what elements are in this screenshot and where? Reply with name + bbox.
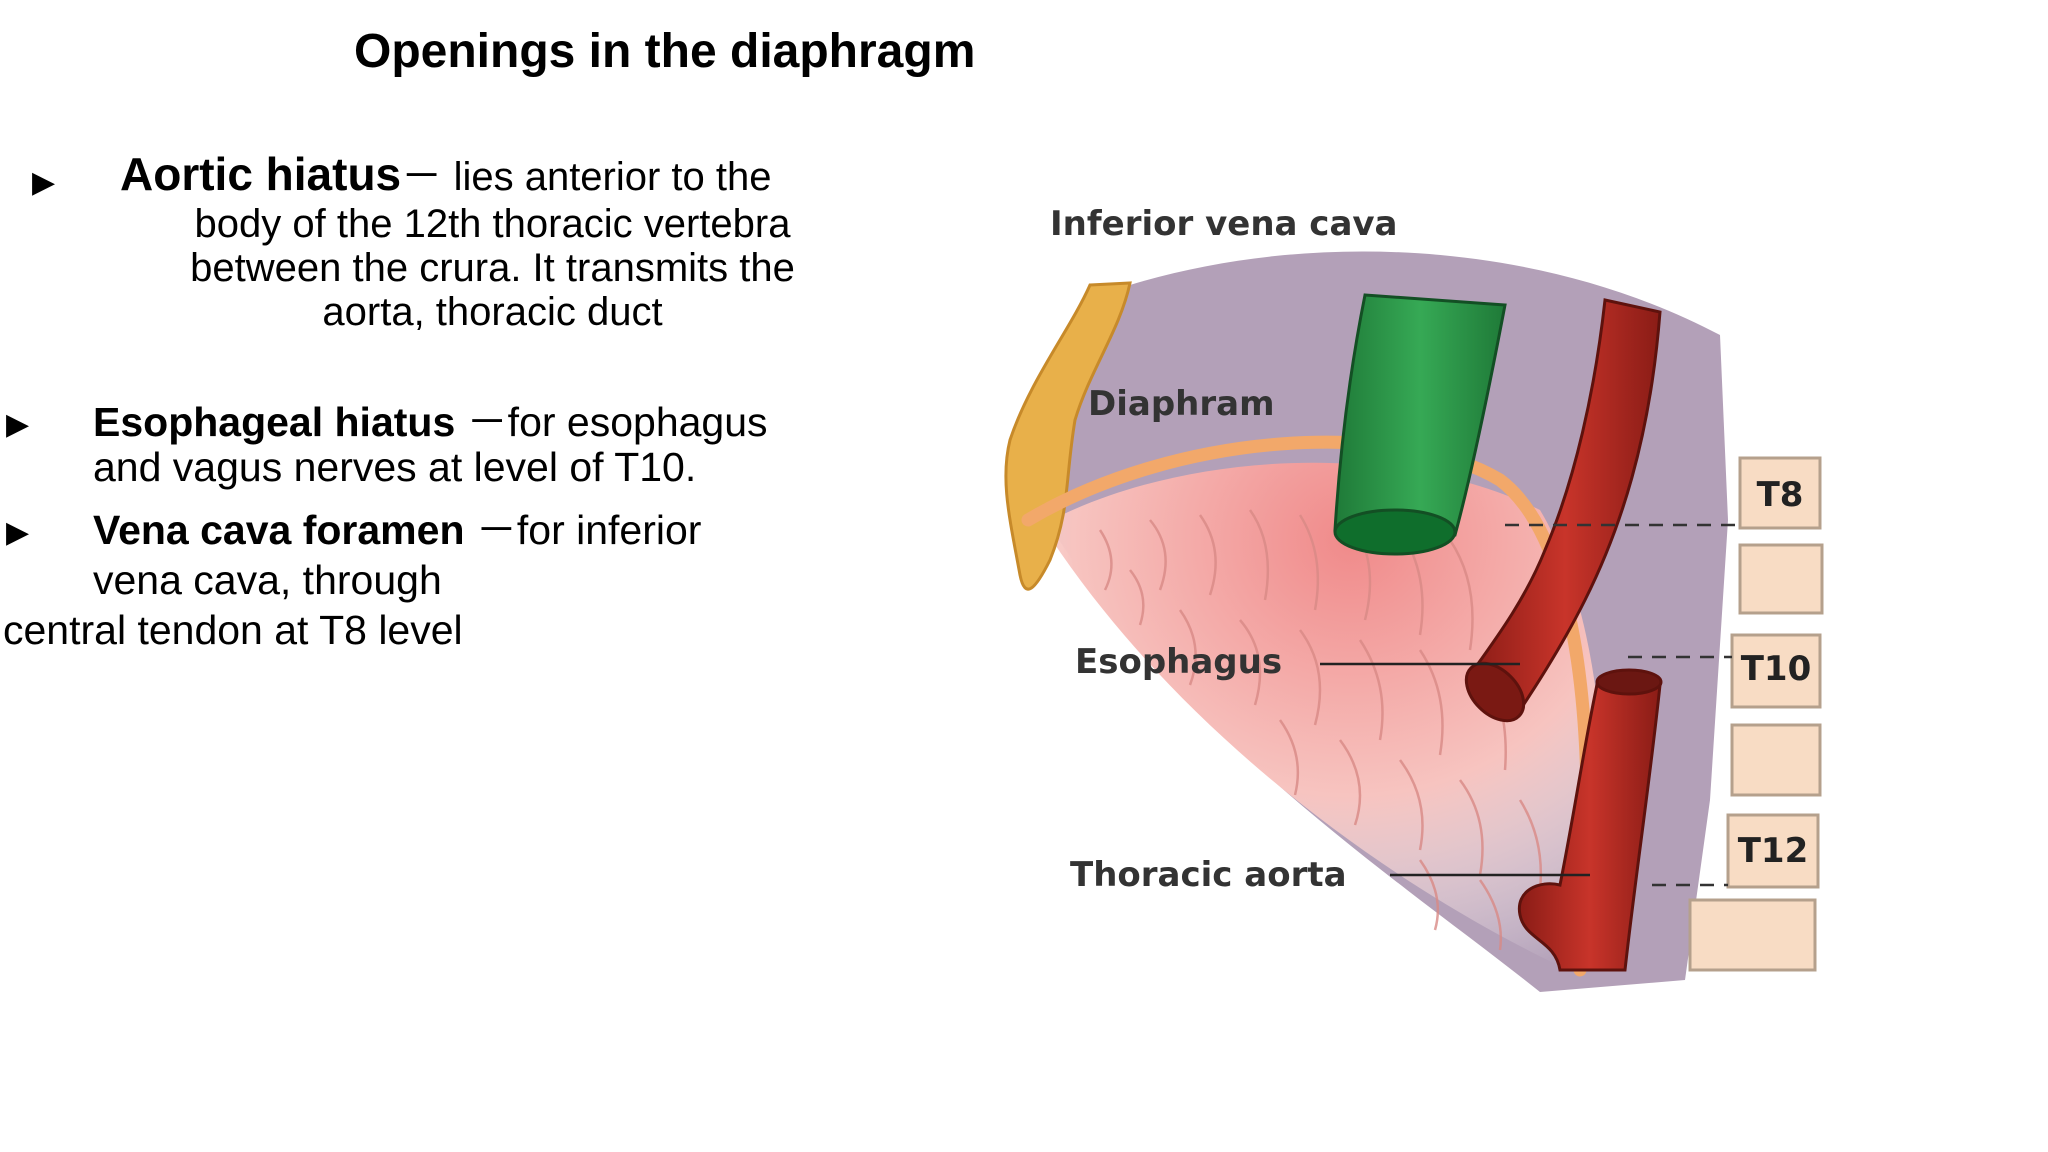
vertebra-t8 (1738, 456, 1822, 530)
label-diaphragm: Diaphram (1088, 384, 1275, 424)
dash: － (475, 507, 517, 553)
aortic-desc-2: body of the 12th thoracic vertebra (194, 202, 791, 246)
slide-title: Openings in the diaphragm (354, 25, 976, 78)
bullet-vena-cava-line1: Vena cava foramen －for inferior (93, 508, 701, 552)
diaphragm-diagram: T8 T10 T12 Inferior vena cava Diaphram E… (1004, 204, 1824, 992)
vertebra-t9 (1738, 543, 1824, 615)
vertebra-t12 (1726, 813, 1820, 889)
vertebra-l1 (1688, 898, 1817, 972)
vertebra-label-t10: T10 (1741, 649, 1812, 689)
aortic-desc-4: aorta, thoracic duct (322, 290, 663, 334)
label-thoracic-aorta: Thoracic aorta (1070, 855, 1347, 895)
level-lines (1505, 523, 1740, 887)
vena-cava-desc-2: vena cava, through (93, 557, 442, 603)
term-aortic-hiatus: Aortic hiatus (120, 148, 402, 200)
label-esophagus: Esophagus (1075, 642, 1282, 682)
bullet-esophageal-line1: Esophageal hiatus －for esophagus (93, 400, 768, 444)
diaphragm-muscle-surface (1042, 462, 1604, 980)
term-esophageal-hiatus: Esophageal hiatus (93, 399, 456, 445)
esophagus (1464, 298, 1662, 723)
term-vena-cava-foramen: Vena cava foramen (93, 507, 465, 553)
thoracic-aorta (1517, 668, 1663, 972)
muscle-fibers (1098, 509, 1543, 951)
bullet-aortic-line1: Aortic hiatus－ lies anterior to the (120, 151, 772, 199)
bullet-marker-vena-cava: ▶ (6, 516, 30, 549)
vertebral-column (1688, 456, 1824, 972)
inferior-vena-cava (1333, 293, 1507, 556)
aortic-desc-3: between the crura. It transmits the (190, 246, 795, 290)
vertebra-t10 (1730, 633, 1822, 709)
vertebra-label-t8: T8 (1757, 475, 1804, 515)
vertebra-t11 (1730, 723, 1822, 797)
bullet-marker-esophageal: ▶ (6, 408, 30, 441)
bullet-marker-aortic: ▶ (32, 166, 56, 199)
vena-cava-desc-3: central tendon at T8 level (3, 607, 463, 653)
aortic-desc-1: lies anterior to the (453, 155, 772, 199)
dash: － (401, 153, 443, 199)
label-inferior-vena-cava: Inferior vena cava (1050, 204, 1398, 244)
dash: － (466, 399, 508, 445)
vertebra-label-t12: T12 (1738, 831, 1809, 871)
esophageal-desc-1: for esophagus (507, 399, 768, 445)
leader-lines (1320, 662, 1590, 877)
vertebra-labels: T8 T10 T12 (1738, 475, 1812, 871)
vena-cava-desc-1: for inferior (516, 507, 702, 553)
esophageal-desc-2: and vagus nerves at level of T10. (93, 444, 697, 490)
